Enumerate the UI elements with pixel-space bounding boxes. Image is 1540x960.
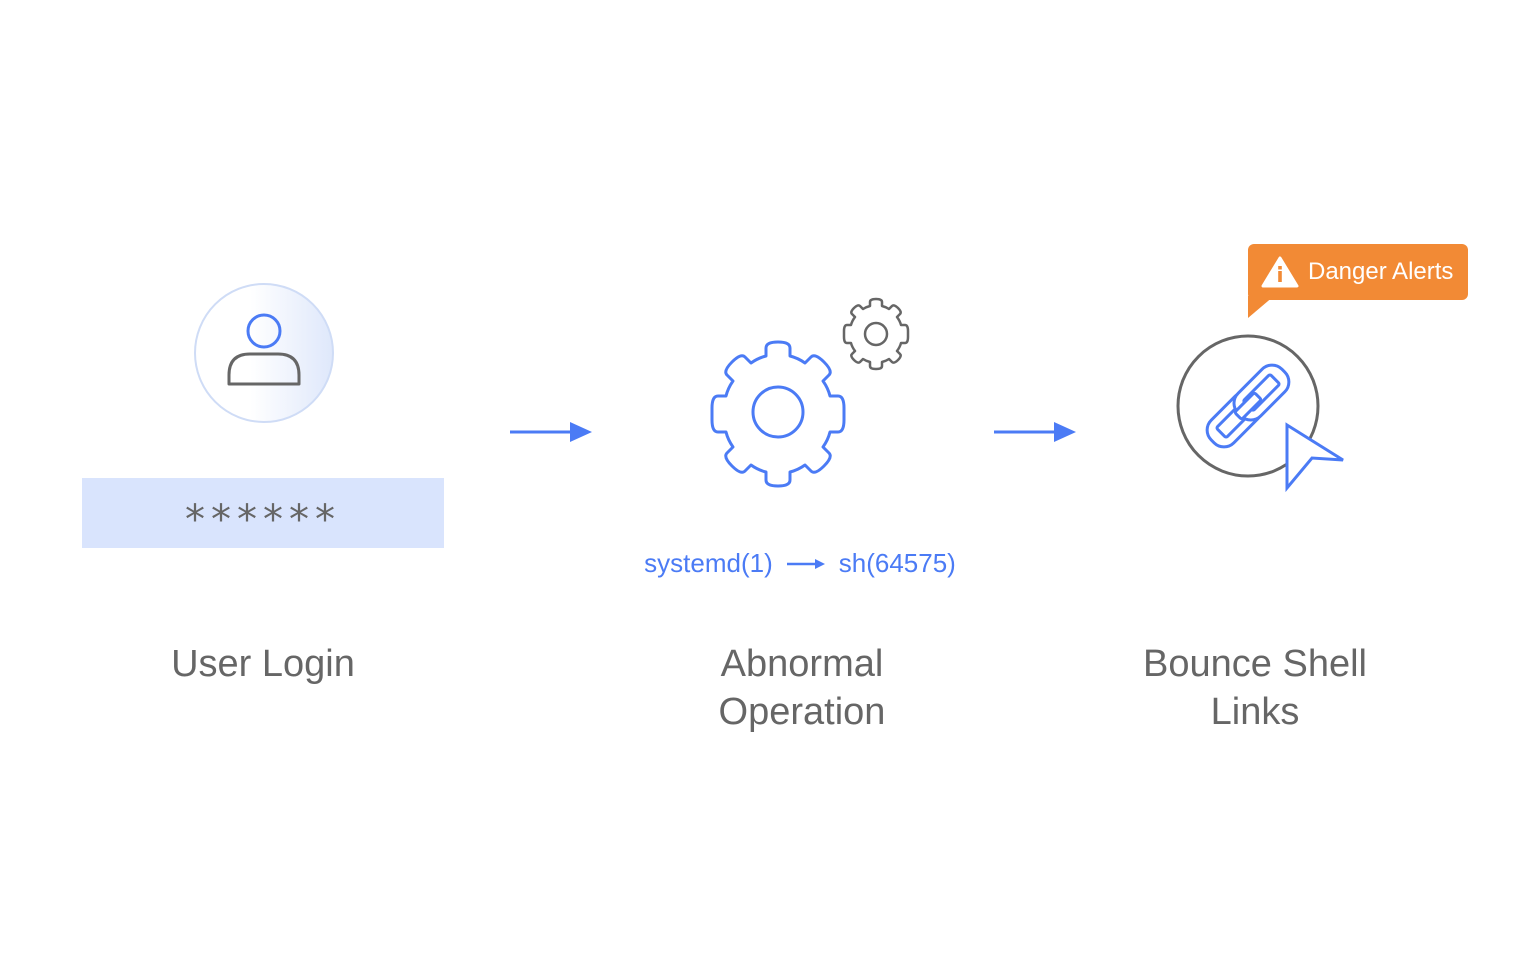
step-label-user-login: User Login xyxy=(171,643,355,685)
label-line: Links xyxy=(1210,691,1300,733)
warning-icon xyxy=(1261,256,1299,288)
gear-icon xyxy=(842,297,910,371)
alert-text: Danger Alerts xyxy=(1308,258,1454,285)
arrow-right-icon xyxy=(510,422,592,442)
gear-icon xyxy=(710,340,846,488)
step-label-bounce-shell-links: Bounce Shell Links xyxy=(1055,640,1455,736)
arrow-right-icon xyxy=(786,558,825,569)
process-parent: systemd(1) xyxy=(644,548,773,578)
link-icon xyxy=(1176,334,1320,478)
arrow-right-icon xyxy=(994,422,1076,442)
process-chain: systemd(1) sh(64575) xyxy=(600,548,1000,579)
password-mask: ****** xyxy=(185,497,341,543)
cursor-icon xyxy=(1285,422,1344,493)
step-label-abnormal-operation: Abnormal Operation xyxy=(602,640,1002,736)
label-line: Abnormal xyxy=(720,643,884,685)
label-line: Operation xyxy=(718,691,886,733)
label-line: Bounce Shell xyxy=(1143,643,1367,685)
password-field[interactable]: ****** xyxy=(82,478,444,548)
alert-tail xyxy=(1248,296,1274,318)
user-icon xyxy=(227,313,301,386)
danger-alert-badge: Danger Alerts xyxy=(1248,244,1468,300)
process-child: sh(64575) xyxy=(838,548,956,578)
